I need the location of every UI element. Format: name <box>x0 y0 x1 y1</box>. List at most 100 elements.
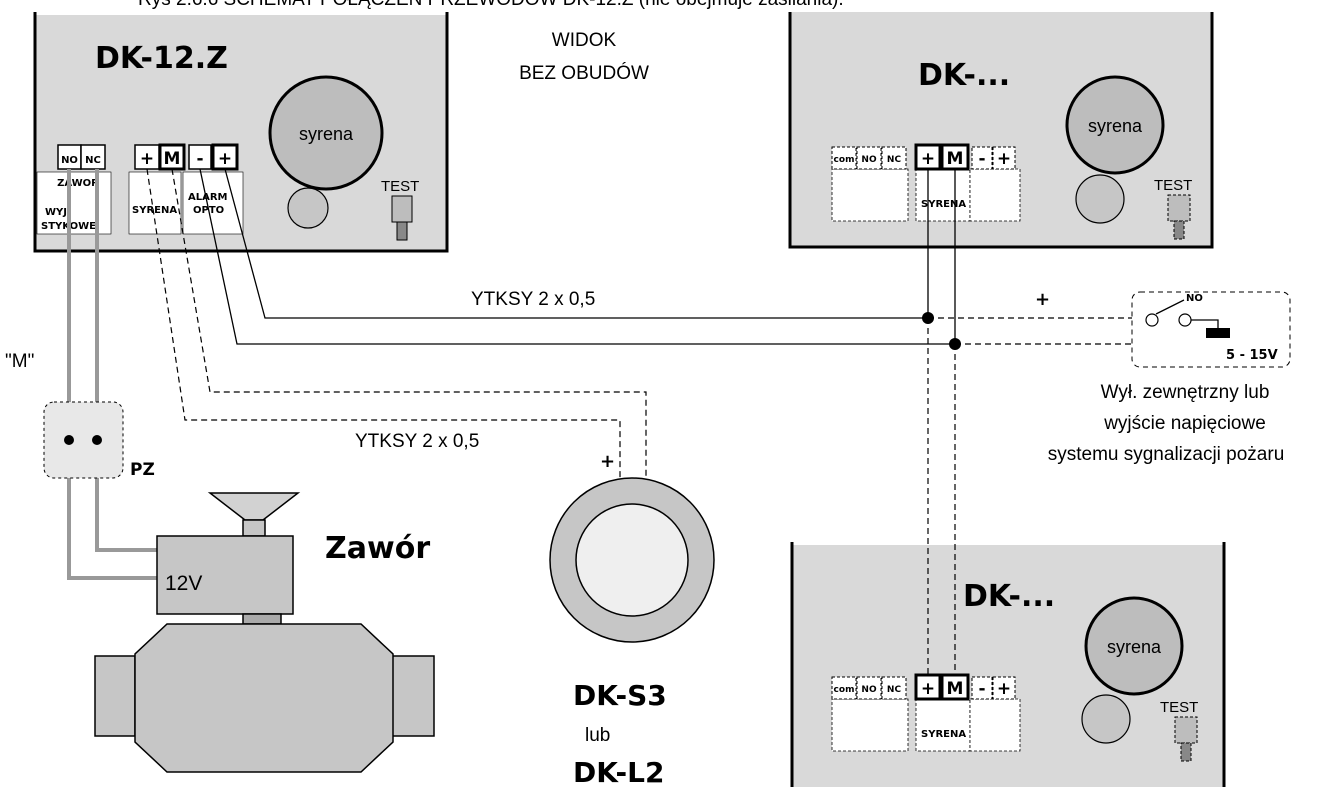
siren-label: syrena <box>1107 637 1162 657</box>
syrena-label: SYRENA <box>132 205 177 216</box>
siren-icon <box>268 75 384 191</box>
terminal-nc-label: NC <box>887 155 902 165</box>
terminal-com <box>831 146 857 170</box>
test-button-icon <box>391 195 413 223</box>
alarm-plus-wire <box>224 168 928 319</box>
siren-inner-disc <box>575 503 689 617</box>
test-button-stem <box>1180 742 1192 762</box>
terminal-siren-m-label: M <box>164 149 181 169</box>
terminal-no <box>856 146 882 170</box>
slave-unit-2: DK-... syrena TEST com NO NC + M - + SYR… <box>790 542 1226 787</box>
test-button-icon <box>1167 194 1191 222</box>
slave-unit-1-enclosure <box>788 12 1214 249</box>
indicator-led <box>287 187 329 229</box>
test-label: TEST <box>1154 177 1192 194</box>
m-label: "M" <box>5 351 34 372</box>
terminal-input-minus <box>971 676 993 700</box>
siren-label: syrena <box>1088 116 1143 136</box>
cable-label-top: YTKSY 2 x 0,5 <box>471 289 595 310</box>
terminal-siren-plus-label: + <box>140 149 154 169</box>
cable-label-siren: YTKSY 2 x 0,5 <box>355 431 479 452</box>
terminal-input-minus-label: - <box>978 679 985 699</box>
indicator-led <box>1081 694 1131 744</box>
terminal-no-label: NO <box>861 685 877 695</box>
junction-dot <box>949 338 961 350</box>
terminal-siren-plus <box>914 143 942 171</box>
valve-wire-1 <box>67 169 157 580</box>
syrena-label: SYRENA <box>921 199 966 210</box>
external-caption-line2: wyjście napięciowe <box>1103 413 1266 434</box>
pz-label: PZ <box>130 460 155 480</box>
test-button-stem <box>396 221 408 241</box>
switch-lever <box>1155 299 1185 315</box>
relay-label-box <box>831 168 909 222</box>
test-button-icon <box>1174 716 1198 744</box>
test-button-stem <box>1173 220 1185 240</box>
valve-neck <box>242 613 282 625</box>
plus-marker-siren: + <box>600 451 615 472</box>
terminal-com-label: com <box>834 685 855 695</box>
header-text: Rys 2.6.6 SCHEMAT POŁĄCZEŃ PRZEWODÓW DK-… <box>138 0 844 10</box>
valve-flange-right <box>391 655 435 737</box>
terminal-input-plus-label: + <box>997 149 1011 169</box>
syrena-label-box <box>915 168 971 222</box>
siren-cable-plus <box>146 168 621 478</box>
wiring <box>67 168 1215 675</box>
terminal-nc-label: NC <box>85 155 101 166</box>
syrena-label-box <box>128 171 182 235</box>
siren-cable-m <box>171 168 647 478</box>
relay-label-box <box>831 698 909 752</box>
terminal-com <box>831 676 857 700</box>
siren-model-1: DK-S3 <box>573 679 667 712</box>
syrena-label: SYRENA <box>921 729 966 740</box>
terminal-com-label: com <box>834 155 855 165</box>
input-label-box <box>969 698 1021 752</box>
alarm-opto-label-box <box>182 171 244 235</box>
switch-wire <box>1191 319 1219 328</box>
switch-voltage-label: 5 - 15V <box>1226 348 1278 363</box>
terminal-input-minus <box>971 146 993 170</box>
alarm-label: ALARM <box>188 192 228 203</box>
terminal-input-minus-label: - <box>978 149 985 169</box>
slave-unit-2-enclosure <box>790 542 1226 787</box>
valve-flange-left <box>94 655 136 737</box>
siren-label: syrena <box>299 124 354 144</box>
terminal-no-label: NO <box>861 155 877 165</box>
main-unit-title: DK-12.Z <box>95 41 228 76</box>
terminal-alarm-minus-label: - <box>196 149 203 169</box>
slave-unit-2-title: DK-... <box>963 579 1055 614</box>
siren-icon <box>1065 75 1165 175</box>
terminal-input-plus <box>992 676 1016 700</box>
switch-contact <box>1178 313 1192 327</box>
terminal-nc <box>881 676 907 700</box>
slave-unit-1-title: DK-... <box>918 58 1010 93</box>
external-caption-line3: systemu sygnalizacji pożaru <box>1048 444 1285 465</box>
terminal-siren-plus <box>134 144 160 170</box>
valve-body <box>134 623 394 773</box>
external-siren-icon <box>549 477 715 643</box>
valve-wire-2 <box>95 169 157 552</box>
switch-terminal <box>1206 328 1230 338</box>
slave-unit-1: DK-... syrena TEST com NO NC + M - + SYR… <box>788 12 1214 249</box>
terminal-siren-plus <box>914 673 942 701</box>
terminal-alarm-plus-label: + <box>218 149 232 169</box>
terminal-siren-m-label: M <box>947 149 964 169</box>
plus-marker-top: + <box>1035 289 1050 310</box>
siren-icon <box>1084 596 1184 696</box>
valve-voltage-label: 12V <box>165 572 202 595</box>
terminal-siren-plus-label: + <box>921 679 935 699</box>
junction-dot <box>922 312 934 324</box>
test-label: TEST <box>1160 699 1198 716</box>
external-caption-line1: Wył. zewnętrzny lub <box>1101 382 1270 403</box>
valve-title: Zawór <box>325 531 430 566</box>
valve-icon <box>94 492 435 773</box>
indicator-led <box>1075 174 1125 224</box>
switch-no-label: NO <box>1186 293 1203 304</box>
siren-model-2: DK-L2 <box>573 756 664 787</box>
terminal-siren-plus-label: + <box>921 149 935 169</box>
pz-terminal-dot <box>92 435 102 445</box>
view-label-line2: BEZ OBUDÓW <box>519 62 649 84</box>
alarm-minus-wire <box>199 168 955 345</box>
terminal-input-plus <box>992 146 1016 170</box>
